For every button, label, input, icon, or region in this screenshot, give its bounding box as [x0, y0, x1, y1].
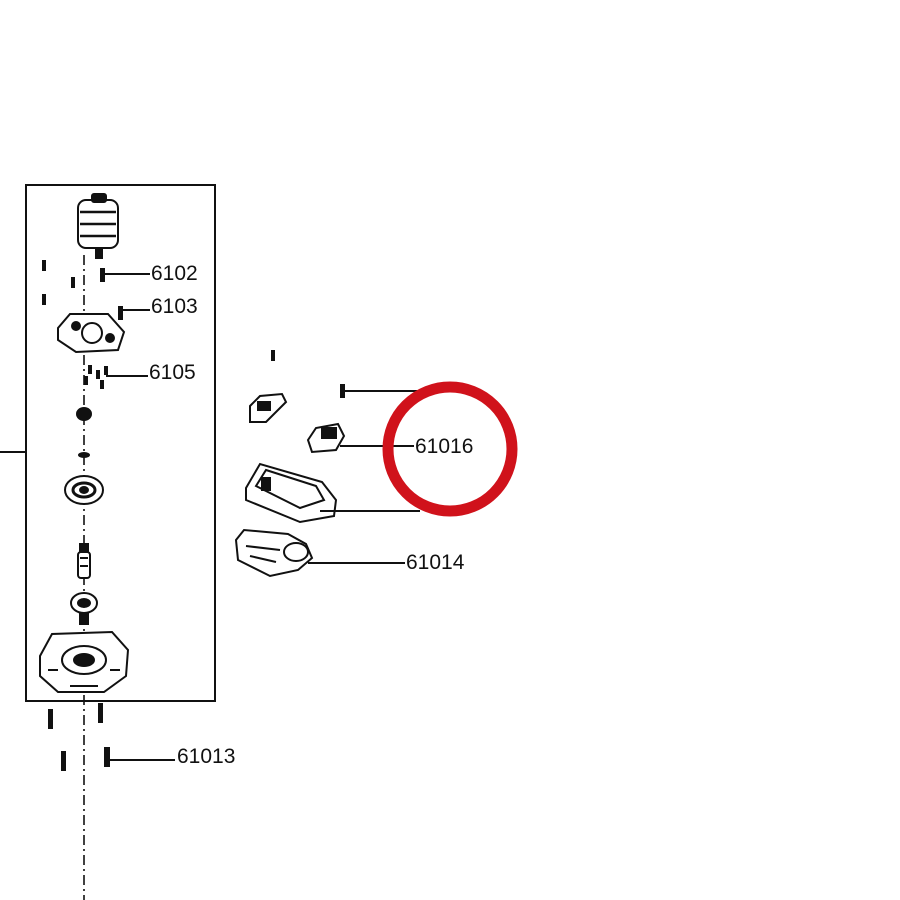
assembly-frame: [25, 184, 216, 702]
bearing-part: [70, 592, 98, 625]
bearing-cap-part: [76, 407, 92, 421]
callout-61013: 61013: [177, 745, 235, 768]
callout-61016: 61016: [415, 435, 473, 458]
brush-holder-part: [57, 313, 126, 354]
gear-part: [64, 475, 104, 505]
leader-lines: [103, 273, 420, 761]
screw-set-upper: [42, 260, 123, 320]
trigger-part: [306, 422, 346, 454]
highlight-circle: [382, 381, 518, 517]
gear-housing-part: [39, 630, 130, 693]
callout-6105: 6105: [149, 361, 196, 384]
screw-set-right: [271, 350, 345, 398]
screw-set-lower: [48, 703, 110, 771]
callout-61014: 61014: [406, 551, 465, 574]
switch-cover-part: [234, 528, 314, 578]
callout-6102: 6102: [151, 262, 198, 285]
tray-part: [245, 462, 338, 524]
callout-6103: 6103: [151, 295, 198, 318]
shaft-part: [77, 543, 91, 579]
pin-set: [84, 365, 108, 389]
washer-part: [78, 452, 90, 458]
switch-part: [249, 392, 288, 423]
motor-armature-part: [77, 193, 119, 259]
